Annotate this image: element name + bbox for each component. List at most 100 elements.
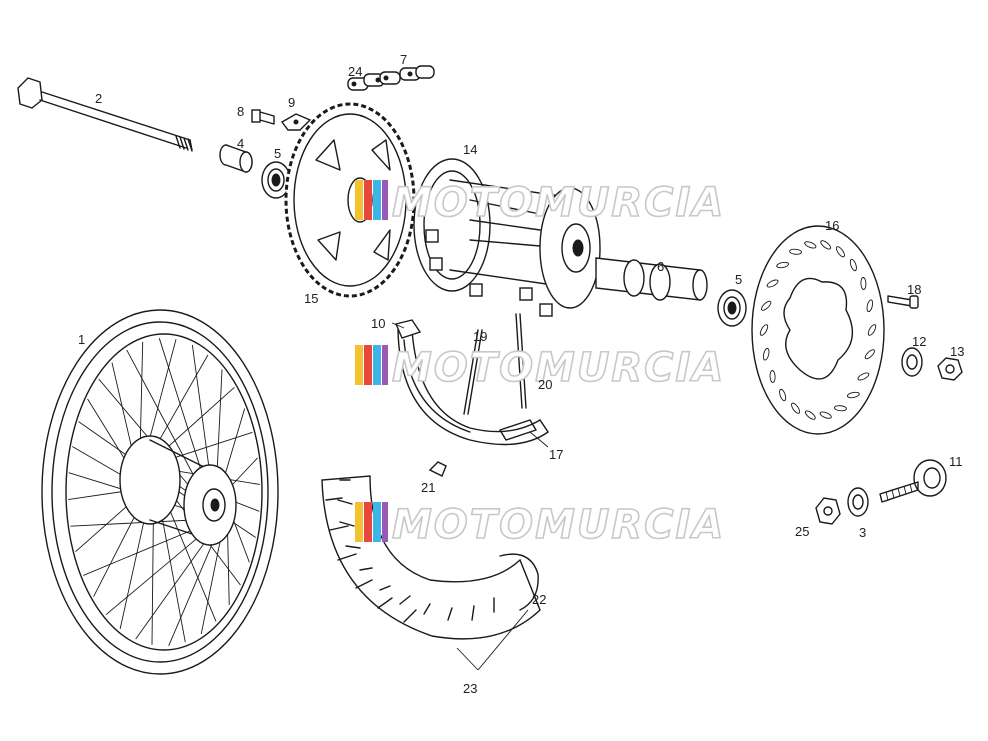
disc-slot	[866, 299, 874, 313]
washer-part-3	[847, 487, 869, 517]
disc-slot	[762, 347, 770, 361]
callout-14: 14	[463, 142, 477, 157]
wheel-spoke	[191, 344, 211, 476]
wheel-spoke	[111, 362, 136, 461]
callout-1: 1	[78, 332, 85, 347]
disc-slot	[847, 391, 860, 399]
wheel-spoke	[158, 338, 204, 477]
disc-slot	[779, 388, 787, 402]
rim-band-part-17	[397, 329, 549, 446]
disc-slot	[849, 258, 857, 272]
leader-lines	[391, 322, 549, 671]
callout-21: 21	[421, 480, 435, 495]
callout-13: 13	[950, 344, 964, 359]
watermark-middle: MOTOMURCIA	[355, 344, 725, 392]
callout-24: 24	[348, 64, 362, 79]
wheel-spoke	[165, 431, 253, 462]
disc-slot	[820, 240, 832, 250]
tube-part-22	[499, 553, 539, 611]
callout-12: 12	[912, 334, 926, 349]
wheel-spoke	[93, 505, 141, 597]
callout-5-left: 5	[274, 146, 281, 161]
chain-adjuster-part-11	[879, 459, 947, 503]
callout-17: 17	[549, 447, 563, 462]
callout-25: 25	[795, 524, 809, 539]
callout-19: 19	[473, 329, 487, 344]
callout-23: 23	[463, 681, 477, 696]
callout-6: 6	[657, 259, 664, 274]
clip-part-9	[280, 113, 312, 131]
disc-slot	[761, 300, 772, 311]
wheel-spoke	[70, 519, 193, 527]
disc-slot	[791, 402, 801, 414]
sprocket-part-15	[284, 102, 416, 298]
callout-9: 9	[288, 95, 295, 110]
bearing-part-5-right	[717, 289, 747, 327]
disc-slot	[834, 405, 847, 412]
disc-slot	[804, 410, 816, 420]
rim-tape-part-10	[395, 319, 422, 339]
tire-part-23	[321, 475, 541, 640]
callout-10: 10	[371, 316, 385, 331]
wheel-spoke	[151, 509, 154, 645]
callout-16: 16	[825, 218, 839, 233]
callout-7: 7	[400, 52, 407, 67]
disc-slot	[776, 261, 789, 269]
chain-link-part-7	[379, 65, 435, 85]
callout-11: 11	[949, 454, 963, 469]
callout-22: 22	[532, 592, 546, 607]
watermark-text-bottom: MOTOMURCIA	[392, 502, 725, 548]
wheel-spoke	[200, 527, 224, 635]
callout-4: 4	[237, 136, 244, 151]
callout-3: 3	[859, 525, 866, 540]
watermark-bottom: MOTOMURCIA	[355, 501, 725, 549]
valve-cap-part-21	[428, 461, 447, 477]
wheel-spoke	[105, 532, 204, 616]
wheel-spoke	[168, 533, 218, 646]
wheel-spoke	[216, 369, 223, 477]
nut-part-25	[815, 497, 841, 525]
brake-disc-part-16	[751, 225, 885, 435]
watermark-text-middle: MOTOMURCIA	[392, 345, 725, 391]
disc-slot	[804, 241, 817, 249]
nut-part-13	[937, 357, 963, 381]
callout-20: 20	[538, 377, 552, 392]
wheel-spoke	[222, 408, 246, 483]
callout-2: 2	[95, 91, 102, 106]
disc-slot	[864, 349, 875, 360]
wheel-spoke	[126, 349, 198, 483]
callout-15: 15	[304, 291, 318, 306]
wheel-spoke	[159, 505, 186, 643]
watermark-top: MOTOMURCIA	[355, 179, 725, 227]
callout-5-right: 5	[735, 272, 742, 287]
callout-8: 8	[237, 104, 244, 119]
wheel-spoke	[153, 354, 209, 451]
wheel-spoke	[75, 498, 135, 553]
disc-slot	[766, 279, 779, 288]
wheel-spoke	[83, 527, 198, 576]
disc-slot	[819, 411, 832, 419]
wheel-spoke	[135, 534, 211, 640]
wheel-part-1	[41, 309, 279, 675]
washer-part-12	[901, 347, 923, 377]
disc-slot	[860, 277, 867, 290]
disc-slot	[835, 246, 845, 258]
wheel-spoke	[139, 341, 144, 455]
pin-part-19	[463, 329, 483, 415]
shaft-part-6	[595, 257, 708, 301]
disc-slot	[789, 248, 802, 255]
hub-part-14	[413, 158, 601, 317]
wheel-spoke	[146, 339, 177, 451]
disc-slot	[759, 324, 769, 336]
disc-slot	[867, 324, 877, 336]
callout-labels: 1 2 3 4 5 5 6 7 8 9 10 11 12 13 14 15 16…	[78, 52, 964, 696]
callout-18: 18	[907, 282, 921, 297]
wheel-spoke	[159, 387, 235, 455]
disc-slot	[857, 372, 870, 381]
disc-slot	[769, 370, 776, 383]
axle-part-2	[17, 77, 193, 152]
watermark-text-top: MOTOMURCIA	[392, 180, 725, 226]
spacer-part-4	[219, 144, 253, 173]
wheel-spoke	[119, 509, 147, 630]
